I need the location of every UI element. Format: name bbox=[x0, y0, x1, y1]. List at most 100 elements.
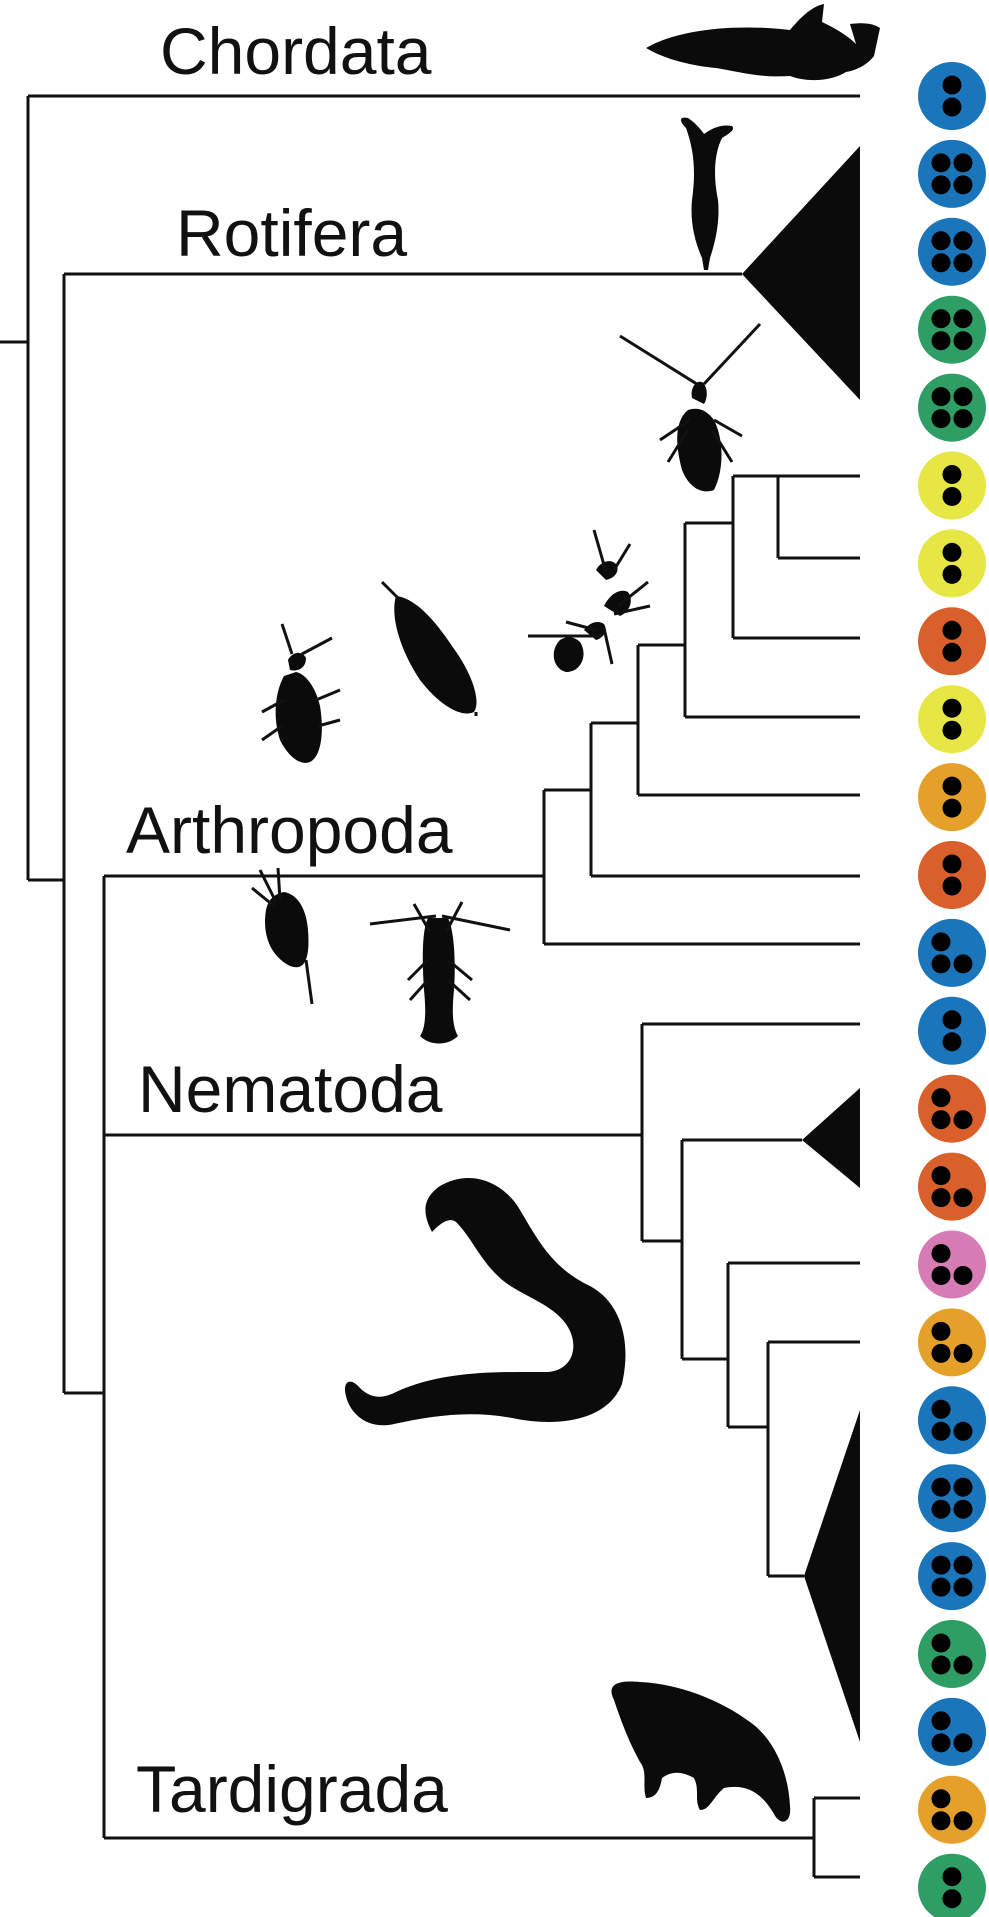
trait-marker-circle bbox=[918, 685, 986, 754]
trait-marker bbox=[918, 1152, 986, 1221]
branch-nem-c-out bbox=[768, 1340, 860, 1578]
trait-marker-dot bbox=[931, 1711, 951, 1731]
trait-marker-dot bbox=[953, 1477, 973, 1497]
trait-marker-dot bbox=[931, 1655, 951, 1675]
triangle-nematoda-a bbox=[802, 1088, 860, 1188]
trait-marker-dot bbox=[931, 175, 951, 195]
tardigrade-icon bbox=[611, 1681, 791, 1822]
trait-marker bbox=[918, 1853, 986, 1917]
trait-marker-circle bbox=[918, 763, 986, 832]
branch-arthro-e bbox=[733, 474, 780, 558]
trait-marker-circle bbox=[918, 62, 986, 130]
trait-marker bbox=[918, 763, 986, 832]
trait-marker-dot bbox=[931, 1789, 951, 1809]
trait-markers bbox=[918, 62, 986, 1917]
trait-marker-dot bbox=[953, 1499, 973, 1519]
trait-marker-dot bbox=[953, 1577, 973, 1597]
trait-marker-dot bbox=[931, 1499, 951, 1519]
trait-marker-dot bbox=[942, 564, 962, 584]
trait-marker-circle bbox=[918, 139, 986, 208]
trait-marker-dot bbox=[953, 175, 973, 195]
ant-icon bbox=[528, 529, 651, 672]
trait-marker-dot bbox=[942, 1889, 962, 1909]
trait-marker-circle bbox=[918, 373, 986, 442]
clade-label-chordata: Chordata bbox=[160, 14, 432, 88]
fish-icon bbox=[646, 4, 880, 81]
trait-marker-dot bbox=[942, 642, 962, 662]
branch-arthropoda-stem bbox=[104, 790, 546, 944]
triangle-rotifera bbox=[742, 146, 860, 400]
trait-marker-circle bbox=[918, 1542, 986, 1611]
trait-marker-circle bbox=[918, 1775, 986, 1844]
trait-marker-dot bbox=[931, 1166, 951, 1186]
triangle-nematoda-b bbox=[804, 1410, 860, 1742]
trait-marker-dot bbox=[953, 1110, 973, 1130]
trait-marker-dot bbox=[942, 1867, 962, 1887]
daphnia-icon bbox=[251, 867, 314, 1005]
trait-marker-dot bbox=[931, 1321, 951, 1341]
trait-marker-circle bbox=[918, 1697, 986, 1766]
springtail-icon bbox=[380, 580, 478, 716]
trait-marker-dot bbox=[942, 487, 962, 506]
branch-nematoda-stem bbox=[104, 1024, 644, 1241]
trait-marker-dot bbox=[931, 387, 951, 407]
branch-tardigrada-tips bbox=[814, 1796, 860, 1879]
trait-marker-dot bbox=[942, 854, 962, 874]
trait-marker-dot bbox=[953, 1555, 973, 1575]
clade-label-arthropoda: Arthropoda bbox=[126, 793, 453, 867]
trait-marker-dot bbox=[953, 1188, 973, 1208]
branch-nem-a bbox=[642, 1140, 684, 1359]
trait-marker-dot bbox=[942, 1010, 962, 1030]
trait-marker-dot bbox=[942, 620, 962, 640]
trait-marker-dot bbox=[953, 309, 973, 329]
trait-marker-dot bbox=[931, 1555, 951, 1575]
trait-marker-circle bbox=[918, 1386, 986, 1455]
trait-marker bbox=[918, 451, 986, 520]
trait-marker-dot bbox=[931, 932, 951, 952]
trait-marker-dot bbox=[942, 776, 962, 796]
trait-marker bbox=[918, 1775, 986, 1844]
trait-marker bbox=[918, 1697, 986, 1766]
branch-arthro-d bbox=[685, 476, 735, 638]
branch-arthro-c bbox=[638, 523, 687, 717]
trait-marker bbox=[918, 607, 986, 676]
branch-nem-b bbox=[682, 1263, 730, 1427]
trait-marker-dot bbox=[953, 954, 973, 974]
trait-marker-circle bbox=[918, 529, 986, 598]
trait-marker-circle bbox=[918, 451, 986, 520]
trait-marker-dot bbox=[953, 153, 973, 173]
crayfish-icon bbox=[369, 901, 511, 1044]
trait-marker bbox=[918, 918, 986, 987]
trait-marker-dot bbox=[931, 1421, 951, 1441]
trait-marker-dot bbox=[931, 1110, 951, 1130]
trait-marker bbox=[918, 373, 986, 442]
trait-marker-circle bbox=[918, 1074, 986, 1143]
trait-marker-dot bbox=[953, 1421, 973, 1441]
trait-marker-dot bbox=[931, 1088, 951, 1108]
trait-marker-dot bbox=[942, 798, 962, 818]
trait-marker bbox=[918, 1308, 986, 1377]
trait-marker-dot bbox=[931, 1811, 951, 1831]
trait-marker-dot bbox=[931, 1733, 951, 1753]
trait-marker bbox=[918, 139, 986, 208]
trait-marker-dot bbox=[942, 97, 962, 117]
trait-marker-dot bbox=[953, 1266, 973, 1285]
trait-marker bbox=[918, 62, 986, 130]
trait-marker-dot bbox=[931, 954, 951, 974]
branch-ecdysozoa bbox=[64, 876, 106, 1838]
trait-marker-dot bbox=[953, 331, 973, 351]
trait-marker-dot bbox=[931, 1266, 951, 1285]
trait-marker-circle bbox=[918, 996, 986, 1065]
trait-marker-dot bbox=[931, 1343, 951, 1363]
trait-marker bbox=[918, 1620, 986, 1688]
beetle-icon bbox=[261, 623, 341, 763]
trait-marker-dot bbox=[953, 253, 973, 273]
trait-marker-circle bbox=[918, 217, 986, 286]
trait-marker-dot bbox=[931, 409, 951, 429]
trait-marker bbox=[918, 841, 986, 909]
trait-marker bbox=[918, 1464, 986, 1533]
trait-marker-dot bbox=[953, 409, 973, 429]
clade-label-tardigrada: Tardigrada bbox=[136, 1752, 448, 1826]
trait-marker-dot bbox=[931, 309, 951, 329]
